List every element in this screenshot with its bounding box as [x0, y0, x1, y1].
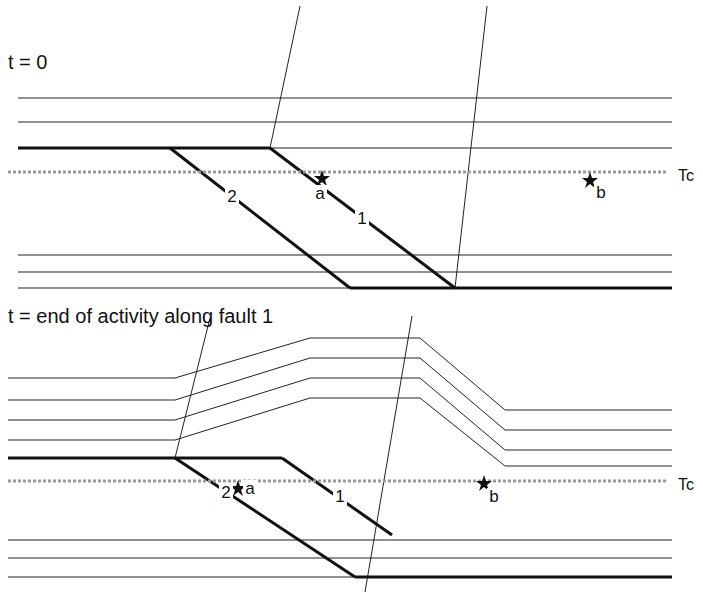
- horizon-label: Tc: [678, 168, 694, 184]
- point-label: a: [313, 185, 326, 202]
- fault-number: 1: [333, 488, 346, 505]
- horizon-label: Tc: [678, 477, 694, 493]
- fault-number: 2: [219, 484, 232, 501]
- fault-number: 2: [225, 188, 238, 205]
- point-label: a: [243, 480, 256, 497]
- panel-title: t = end of activity along fault 1: [8, 306, 273, 326]
- point-label: b: [487, 488, 500, 505]
- point-label: b: [594, 184, 607, 201]
- fault-number: 1: [355, 210, 368, 227]
- panel-title: t = 0: [8, 52, 47, 72]
